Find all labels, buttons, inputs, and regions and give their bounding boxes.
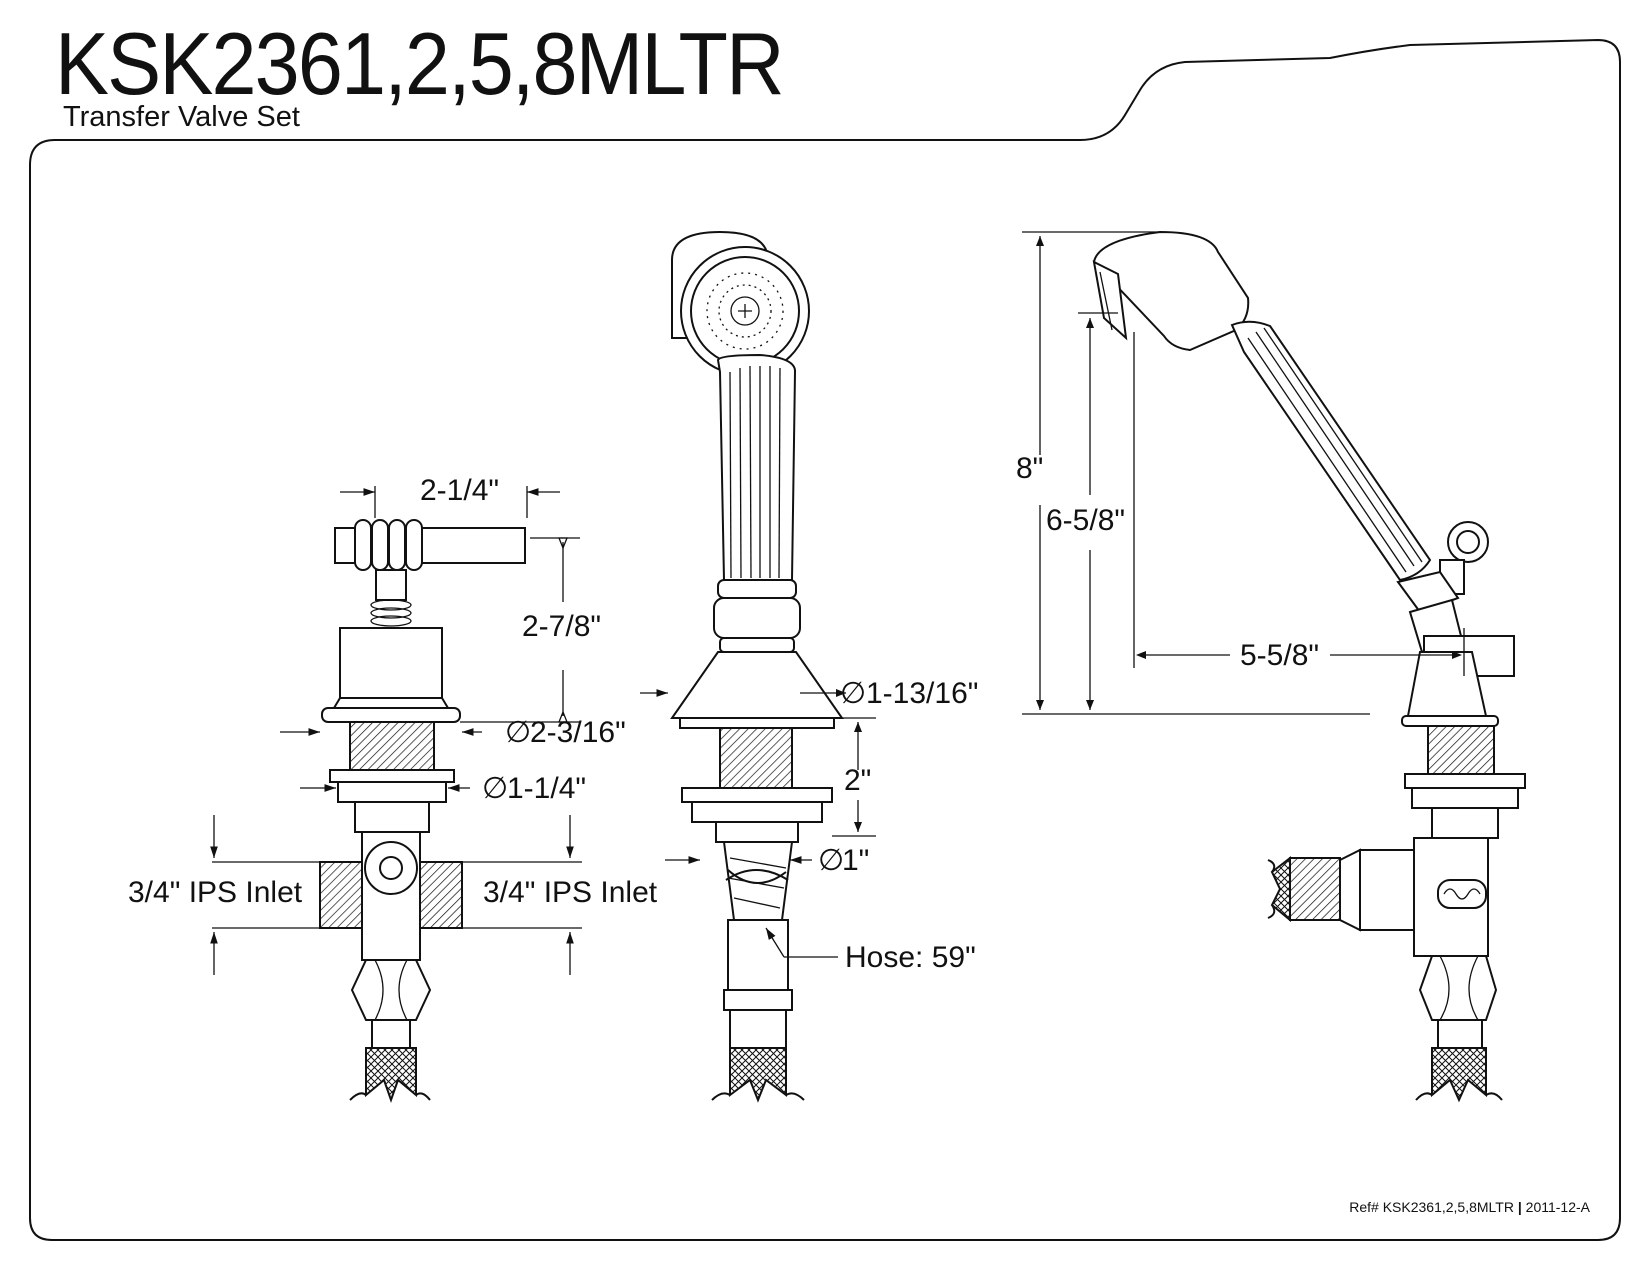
hand-shower-drawing bbox=[670, 230, 844, 1103]
side-view-dimensions bbox=[1022, 231, 1465, 715]
dimension-labels: 2-1/4" 2-7/8" ∅ 2-3/16" ∅ 1-1/4" 3/4" IP… bbox=[128, 452, 1319, 974]
dim-reach: 5-5/8" bbox=[1240, 639, 1319, 672]
dim-hose-dia-symbol: ∅ bbox=[818, 844, 844, 877]
sheet-border bbox=[29, 38, 1621, 1241]
valve-dimensions bbox=[210, 486, 582, 975]
hand-shower-dimensions bbox=[640, 689, 876, 958]
dim-base-dia-symbol: ∅ bbox=[840, 677, 866, 710]
dim-handle-width: 2-1/4" bbox=[420, 474, 499, 507]
dim-shank-dia: 1-1/4" bbox=[507, 772, 586, 805]
dim-valve-height: 2-7/8" bbox=[522, 610, 601, 643]
dim-spray-height: 6-5/8" bbox=[1046, 504, 1125, 537]
page-subtitle: Transfer Valve Set bbox=[63, 101, 300, 133]
dim-shank-length: 2" bbox=[844, 764, 871, 797]
dim-flange-dia: 2-3/16" bbox=[530, 716, 626, 749]
valve-drawing bbox=[319, 519, 526, 1104]
dim-hose-dia: 1" bbox=[842, 844, 869, 877]
dim-flange-dia-symbol: ∅ bbox=[505, 716, 531, 749]
ref-separator: | bbox=[1517, 1199, 1522, 1215]
dim-overall-height: 8" bbox=[1016, 452, 1043, 485]
reference-footer: Ref# KSK2361,2,5,8MLTR | 2011-12-A bbox=[1349, 1199, 1590, 1215]
dim-base-dia: 1-13/16" bbox=[866, 677, 978, 710]
dim-inlet-left: 3/4" IPS Inlet bbox=[128, 876, 303, 909]
dim-inlet-right: 3/4" IPS Inlet bbox=[483, 876, 658, 909]
side-view-drawing bbox=[1092, 230, 1526, 1103]
page-title: KSK2361,2,5,8MLTR bbox=[55, 14, 785, 113]
dim-shank-dia-symbol: ∅ bbox=[482, 772, 508, 805]
ref-revision: 2011-12-A bbox=[1525, 1199, 1590, 1215]
dim-hose-length: Hose: 59" bbox=[845, 941, 976, 974]
ref-label: Ref# KSK2361,2,5,8MLTR bbox=[1349, 1199, 1514, 1215]
